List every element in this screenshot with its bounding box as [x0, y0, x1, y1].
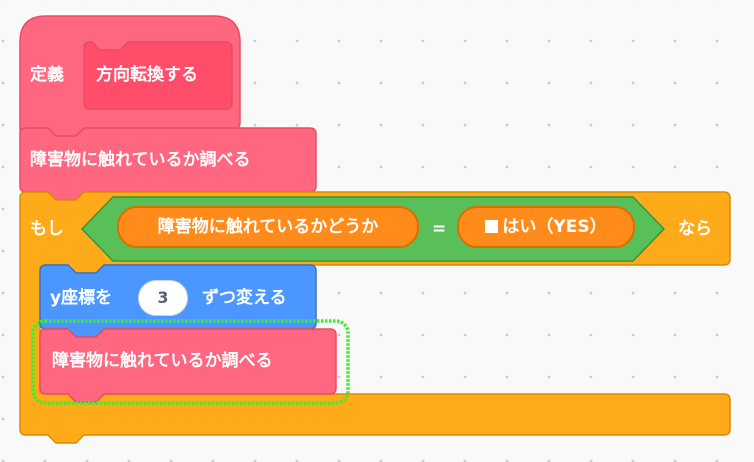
touching-obstacle-reporter-label: 障害物に触れているかどうか	[157, 217, 379, 237]
then-label: なら	[678, 219, 712, 239]
call-block-1-label: 障害物に触れているか調べる	[30, 150, 251, 170]
touching-obstacle-reporter[interactable]: 障害物に触れているかどうか	[117, 206, 419, 248]
define-label: 定義	[30, 65, 64, 85]
motion-label: y座標を	[50, 288, 113, 308]
selection-highlight	[31, 319, 350, 405]
yes-value-label: はい（YES）	[502, 217, 607, 237]
motion-suffix-label: ずつ変える	[202, 288, 287, 308]
if-label: もし	[30, 219, 64, 239]
call-block-2-label: 障害物に触れているか調べる	[52, 351, 273, 371]
square-icon	[485, 220, 499, 233]
yes-value-reporter[interactable]: はい（YES）	[457, 206, 635, 248]
y-change-input[interactable]: 3	[138, 280, 188, 316]
call-block-2-shape[interactable]	[39, 328, 337, 403]
define-prototype-label: 方向転換する	[96, 65, 198, 85]
define-prototype-shape[interactable]	[83, 41, 233, 110]
equals-sign: =	[432, 219, 447, 239]
